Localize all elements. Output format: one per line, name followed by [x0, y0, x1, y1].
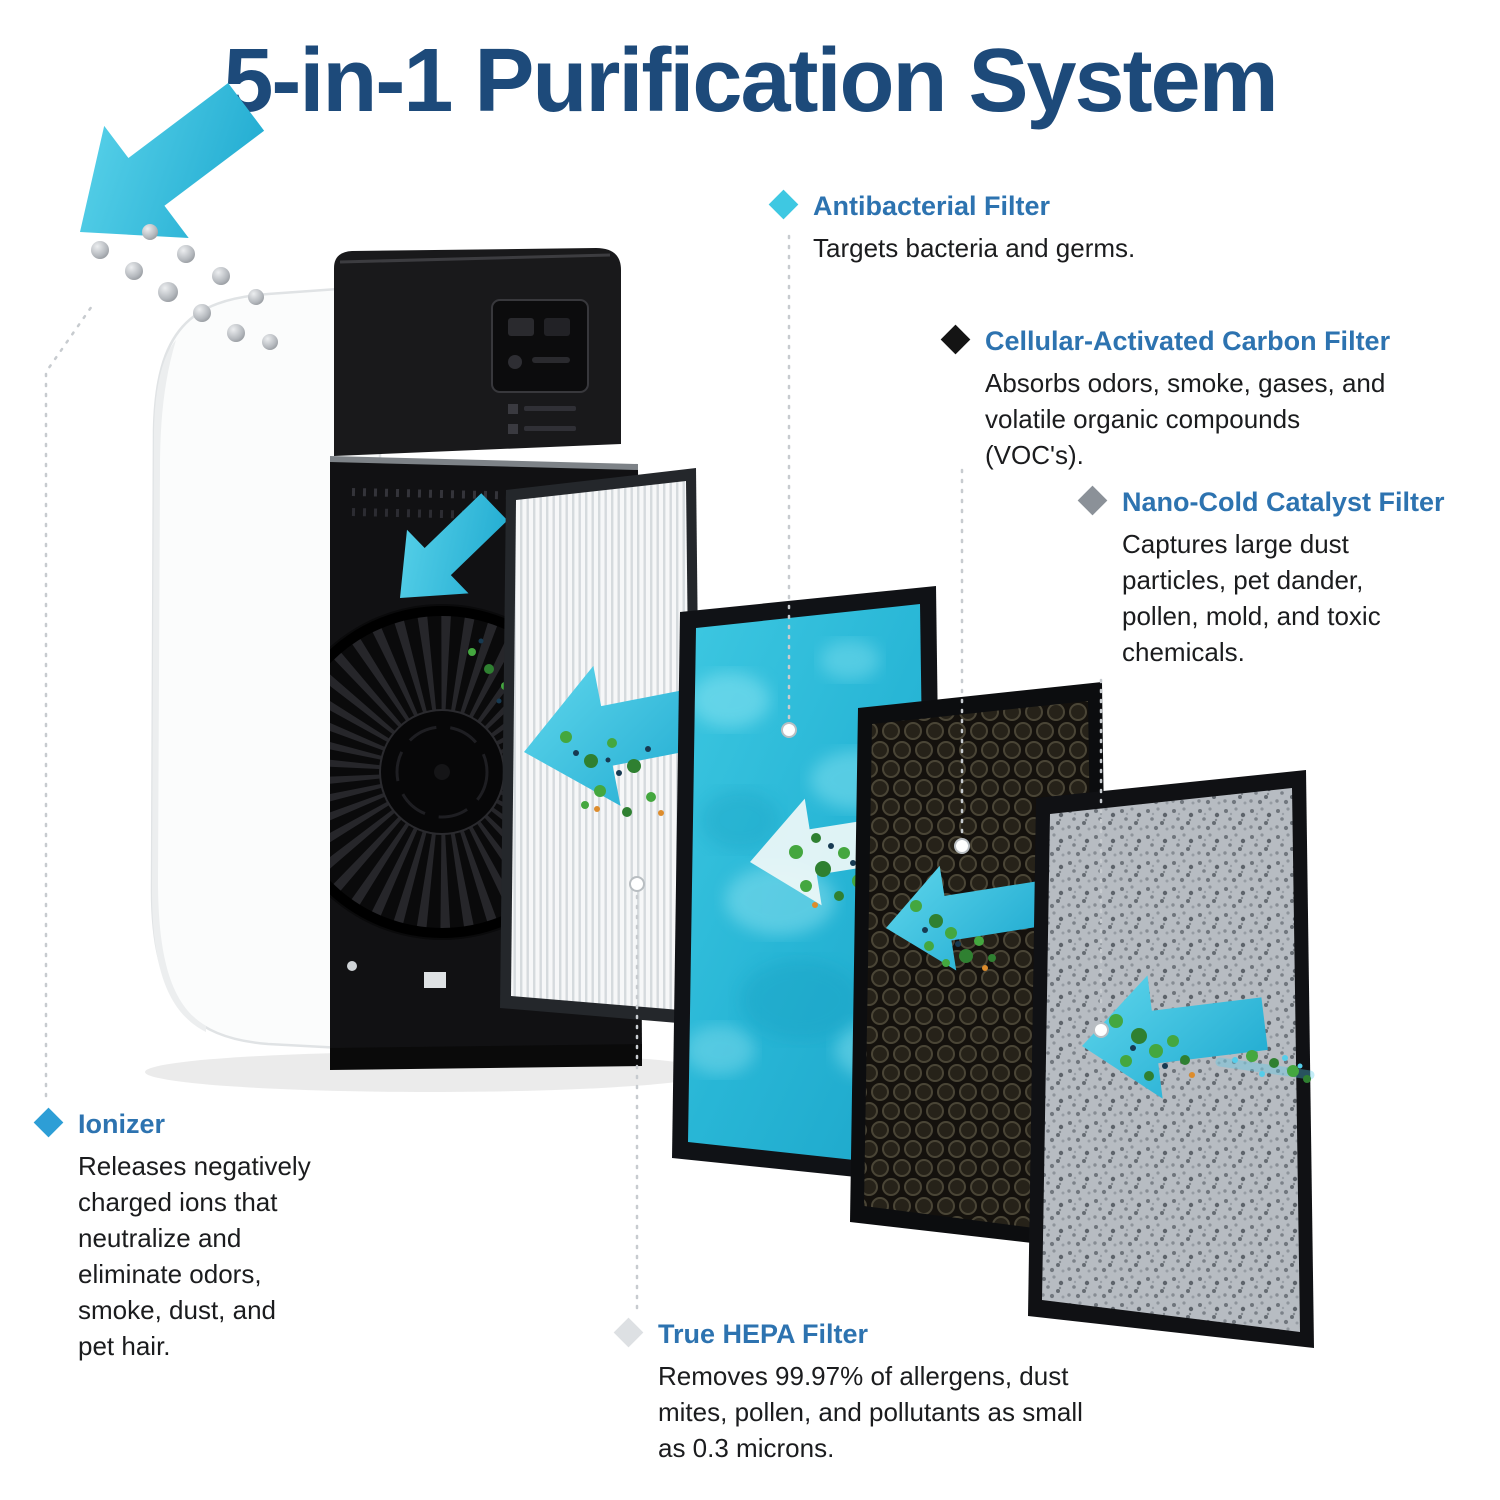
control-display — [491, 299, 589, 434]
purifier-body-shade — [152, 340, 206, 1032]
particles-intake — [560, 731, 664, 817]
airflow-arrow-intake — [510, 641, 745, 822]
purifier-top-panel-highlight — [339, 253, 611, 264]
particles-catalyst — [1109, 1014, 1311, 1083]
airflow-arrow-ionizer — [37, 50, 289, 350]
callout-catalyst-title: Nano-Cold Catalyst Filter — [1122, 487, 1445, 517]
callout-carbon-description: Absorbs odors, smoke, gases, and volatil… — [985, 368, 1386, 471]
particles-carbon — [910, 900, 996, 971]
airflow-arrow-catalyst — [1074, 961, 1315, 1108]
purifier-base — [330, 1044, 642, 1070]
compartment-pin — [347, 961, 357, 971]
ion-particles — [91, 224, 278, 350]
callout-antibacterial-description: Targets bacteria and germs. — [813, 233, 1136, 264]
compartment-connector — [424, 972, 446, 988]
airflow-arrow-carbon — [877, 851, 1050, 981]
leader-endpoint-dots — [629, 722, 1109, 1038]
callout-hepa-description: Removes 99.97% of allergens, dust mites,… — [658, 1361, 1083, 1464]
leader-lines — [44, 234, 1103, 1310]
callout-hepa-title: True HEPA Filter — [658, 1319, 869, 1349]
callout-antibacterial-title: Antibacterial Filter — [813, 191, 1051, 221]
callout-ionizer-description: Releases negatively charged ions that ne… — [78, 1151, 311, 1361]
callout-nano-cold-catalyst-filter: Nano-Cold Catalyst Filter Captures large… — [1077, 485, 1452, 671]
callout-true-hepa-filter: True HEPA Filter Removes 99.97% of aller… — [613, 1317, 1168, 1467]
page-title: 5-in-1 Purification System — [223, 31, 1278, 131]
leader-ionizer — [44, 304, 94, 1098]
callout-carbon-filter: Cellular-Activated Carbon Filter Absorbs… — [940, 324, 1435, 474]
callout-carbon-title: Cellular-Activated Carbon Filter — [985, 326, 1391, 356]
compartment-vents — [351, 488, 623, 522]
callout-antibacterial-filter: Antibacterial Filter Targets bacteria an… — [768, 189, 1233, 267]
callout-ionizer: Ionizer Releases negatively charged ions… — [33, 1107, 363, 1365]
callout-catalyst-description: Captures large dust particles, pet dande… — [1122, 529, 1381, 668]
callout-ionizer-title: Ionizer — [78, 1109, 166, 1139]
